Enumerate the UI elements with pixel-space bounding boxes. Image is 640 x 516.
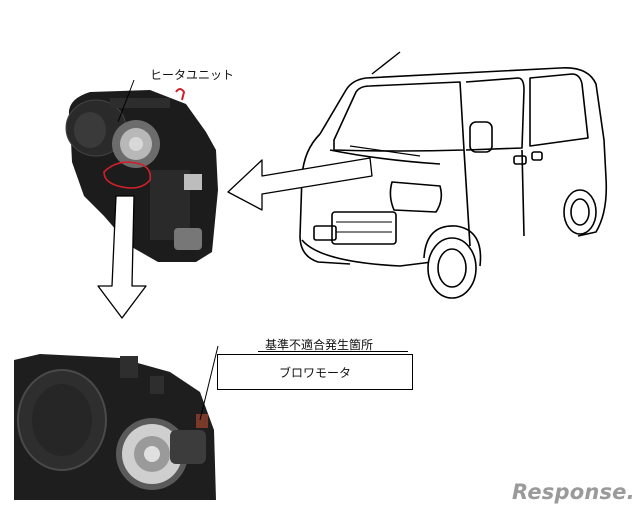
watermark-logo: Response. [512,480,635,504]
title-underline [258,351,408,352]
blower-motor-closeup [14,345,222,506]
heater-unit-label: ヒータユニット [150,68,235,82]
heater-unit-photo [65,79,218,262]
defect-location-title: 基準不適合発生箇所 [265,338,374,352]
arrow-icon [227,157,373,211]
arrow-icon [97,195,147,319]
defect-part-box: ブロワモータ [217,354,413,390]
van-illustration [299,51,608,299]
defect-part-label: ブロワモータ [278,365,351,380]
